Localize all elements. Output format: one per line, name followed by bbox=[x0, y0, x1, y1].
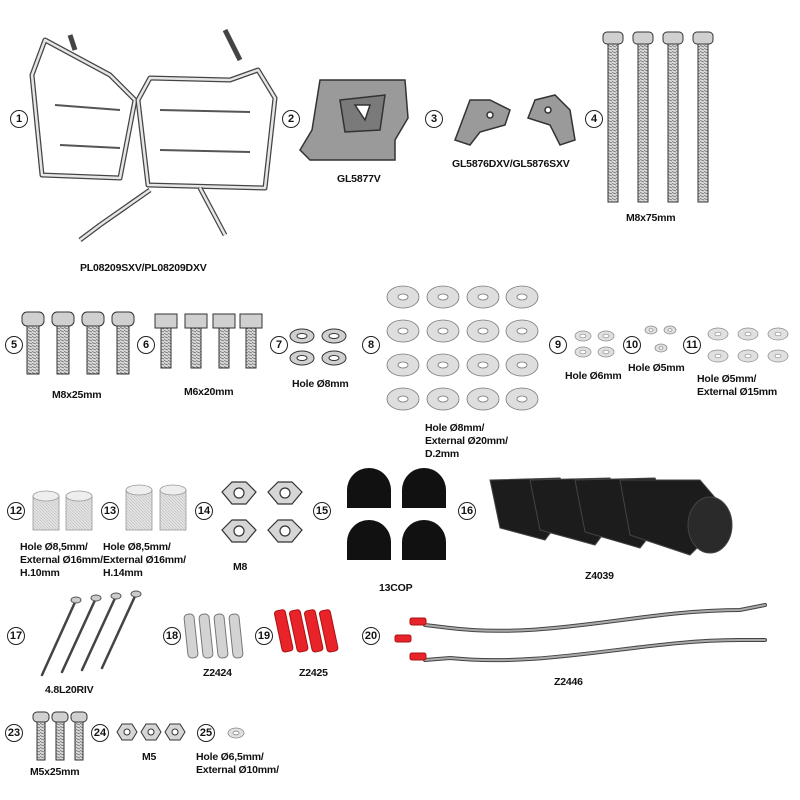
label-part-11: Hole Ø5mm/ External Ø15mm bbox=[697, 373, 777, 399]
part-3-brackets bbox=[454, 94, 576, 146]
label-part-14: M8 bbox=[233, 561, 248, 573]
label-part-8-line-2: External Ø20mm/ bbox=[425, 435, 508, 447]
label-part-8-line-3: D.2mm bbox=[425, 448, 460, 460]
badge-part-24: 24 bbox=[91, 724, 109, 742]
part-12-spacers bbox=[32, 490, 93, 531]
badge-part-25: 25 bbox=[197, 724, 215, 742]
badge-part-2: 2 bbox=[282, 110, 300, 128]
part-1-frame bbox=[29, 28, 278, 242]
label-part-9: Hole Ø6mm bbox=[565, 370, 622, 382]
part-23-bolts bbox=[32, 711, 88, 761]
badge-part-6: 6 bbox=[137, 336, 155, 354]
label-part-4: M8x75mm bbox=[626, 212, 676, 224]
badge-part-12: 12 bbox=[7, 502, 25, 520]
label-part-12: Hole Ø8,5mm/ External Ø16mm/ H.10mm bbox=[20, 541, 103, 580]
badge-part-15: 15 bbox=[313, 502, 331, 520]
label-part-23: M5x25mm bbox=[30, 766, 80, 778]
label-part-12-line-1: Hole Ø8,5mm/ bbox=[20, 541, 88, 553]
label-part-13-line-3: H.14mm bbox=[103, 567, 143, 579]
part-19-red-connectors bbox=[274, 609, 339, 653]
label-part-25: Hole Ø6,5mm/ External Ø10mm/ bbox=[196, 751, 279, 777]
part-6-hex-bolts bbox=[154, 313, 263, 369]
label-part-18: Z2424 bbox=[203, 667, 232, 679]
label-part-25-line-1: Hole Ø6,5mm/ bbox=[196, 751, 264, 763]
badge-part-11: 11 bbox=[683, 336, 701, 354]
badge-part-7: 7 bbox=[270, 336, 288, 354]
part-25-washer bbox=[227, 727, 245, 739]
label-part-7: Hole Ø8mm bbox=[292, 378, 349, 390]
part-8-washers bbox=[386, 285, 539, 411]
label-part-11-line-1: Hole Ø5mm/ bbox=[697, 373, 757, 385]
badge-part-18: 18 bbox=[163, 627, 181, 645]
part-4-long-bolts bbox=[602, 31, 714, 203]
part-18-tubes bbox=[183, 613, 244, 659]
badge-part-14: 14 bbox=[195, 502, 213, 520]
badge-part-10: 10 bbox=[623, 336, 641, 354]
label-part-13-line-2: External Ø16mm/ bbox=[103, 554, 186, 566]
label-part-16: Z4039 bbox=[585, 570, 614, 582]
part-9-washers bbox=[574, 330, 615, 358]
label-part-10: Hole Ø5mm bbox=[628, 362, 685, 374]
part-10-washers bbox=[644, 325, 677, 353]
label-part-11-line-2: External Ø15mm bbox=[697, 386, 778, 398]
badge-part-23: 23 bbox=[5, 724, 23, 742]
label-part-13: Hole Ø8,5mm/ External Ø16mm/ H.14mm bbox=[103, 541, 186, 580]
part-17-rivets bbox=[40, 590, 142, 677]
part-5-bolts bbox=[21, 311, 135, 375]
label-part-6: M6x20mm bbox=[184, 386, 234, 398]
badge-part-4: 4 bbox=[585, 110, 603, 128]
badge-part-1: 1 bbox=[10, 110, 28, 128]
label-part-8-line-1: Hole Ø8mm/ bbox=[425, 422, 485, 434]
badge-part-17: 17 bbox=[7, 627, 25, 645]
part-16-sleeves bbox=[489, 477, 733, 556]
badge-part-13: 13 bbox=[101, 502, 119, 520]
part-11-washers bbox=[707, 327, 789, 363]
label-part-5: M8x25mm bbox=[52, 389, 102, 401]
part-24-nuts bbox=[116, 723, 186, 741]
label-part-13-line-1: Hole Ø8,5mm/ bbox=[103, 541, 171, 553]
part-7-spring-washers bbox=[289, 328, 347, 366]
label-part-8: Hole Ø8mm/ External Ø20mm/ D.2mm bbox=[425, 422, 508, 461]
badge-part-8: 8 bbox=[362, 336, 380, 354]
label-part-3: GL5876DXV/GL5876SXV bbox=[452, 158, 570, 170]
label-part-12-line-3: H.10mm bbox=[20, 567, 60, 579]
label-part-25-line-2: External Ø10mm/ bbox=[196, 764, 279, 776]
part-13-spacers bbox=[125, 484, 187, 531]
label-part-24: M5 bbox=[142, 751, 157, 763]
part-20-wiring bbox=[394, 603, 767, 663]
label-part-19: Z2425 bbox=[299, 667, 328, 679]
label-part-12-line-2: External Ø16mm/ bbox=[20, 554, 103, 566]
part-14-nuts bbox=[221, 481, 303, 543]
part-15-caps bbox=[347, 468, 446, 560]
badge-part-16: 16 bbox=[458, 502, 476, 520]
badge-part-9: 9 bbox=[549, 336, 567, 354]
label-part-15: 13COP bbox=[379, 582, 413, 594]
badge-part-3: 3 bbox=[425, 110, 443, 128]
badge-part-20: 20 bbox=[362, 627, 380, 645]
label-part-2: GL5877V bbox=[337, 173, 381, 185]
label-part-20: Z2446 bbox=[554, 676, 583, 688]
badge-part-5: 5 bbox=[5, 336, 23, 354]
label-part-17: 4.8L20RIV bbox=[45, 684, 94, 696]
badge-part-19: 19 bbox=[255, 627, 273, 645]
part-2-plate bbox=[299, 79, 409, 161]
label-part-1: PL08209SXV/PL08209DXV bbox=[80, 262, 207, 274]
